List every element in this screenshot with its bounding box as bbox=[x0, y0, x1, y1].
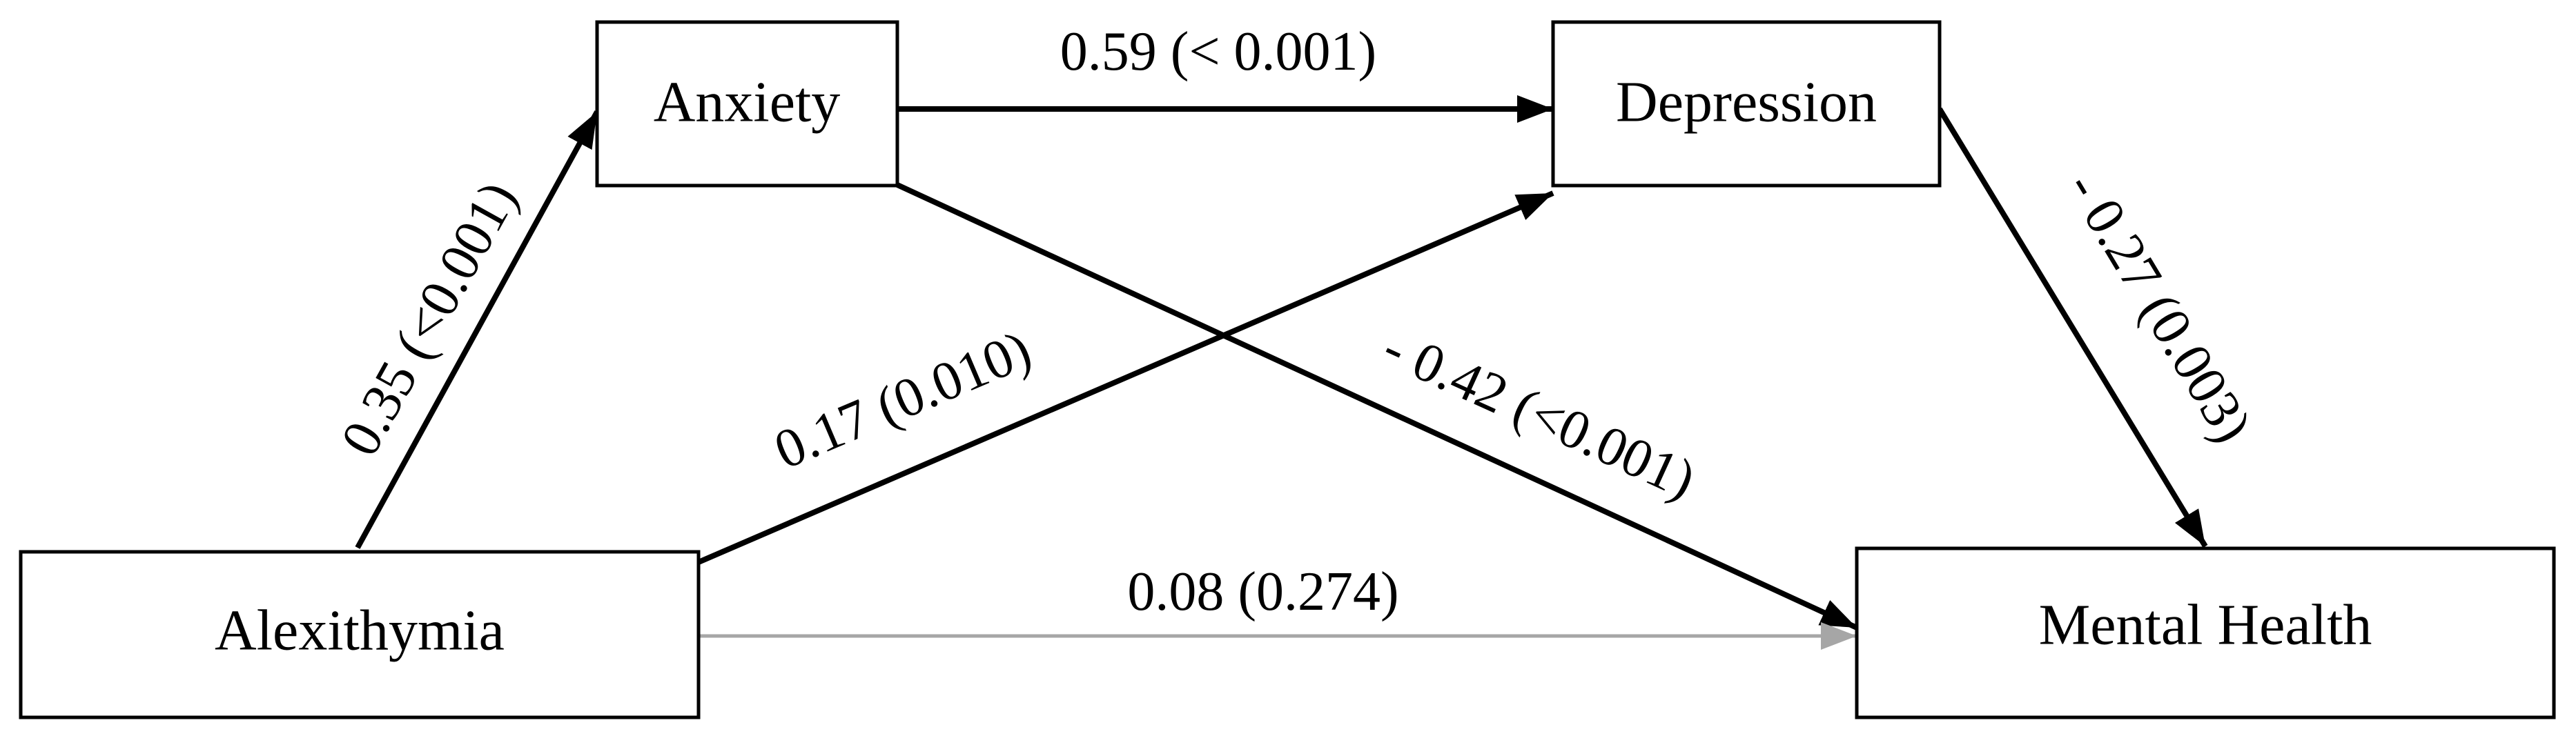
node-mental-health: Mental Health bbox=[1855, 546, 2556, 719]
label-alexithymia-depression: 0.17 (0.010) bbox=[766, 319, 1040, 481]
edge-alexithymia-depression bbox=[697, 190, 1554, 565]
edges bbox=[355, 95, 2208, 650]
label-depression-mental-health: - 0.27 (0.003) bbox=[2055, 161, 2263, 452]
label-alexithymia-mental-health: 0.08 (0.274) bbox=[1127, 561, 1398, 622]
edge-alexithymia-anxiety bbox=[355, 110, 600, 549]
label-anxiety-depression: 0.59 (< 0.001) bbox=[1060, 21, 1376, 82]
node-alexithymia: Alexithymia bbox=[19, 550, 701, 719]
node-alexithymia-label: Alexithymia bbox=[215, 599, 505, 663]
node-depression: Depression bbox=[1551, 20, 1942, 188]
node-depression-label: Depression bbox=[1616, 70, 1877, 135]
edge-depression-mental-health bbox=[1937, 107, 2208, 548]
node-mental-health-label: Mental Health bbox=[2039, 593, 2372, 657]
node-anxiety: Anxiety bbox=[595, 20, 899, 188]
edge-anxiety-mental-health bbox=[896, 182, 1858, 630]
node-anxiety-label: Anxiety bbox=[654, 70, 841, 135]
